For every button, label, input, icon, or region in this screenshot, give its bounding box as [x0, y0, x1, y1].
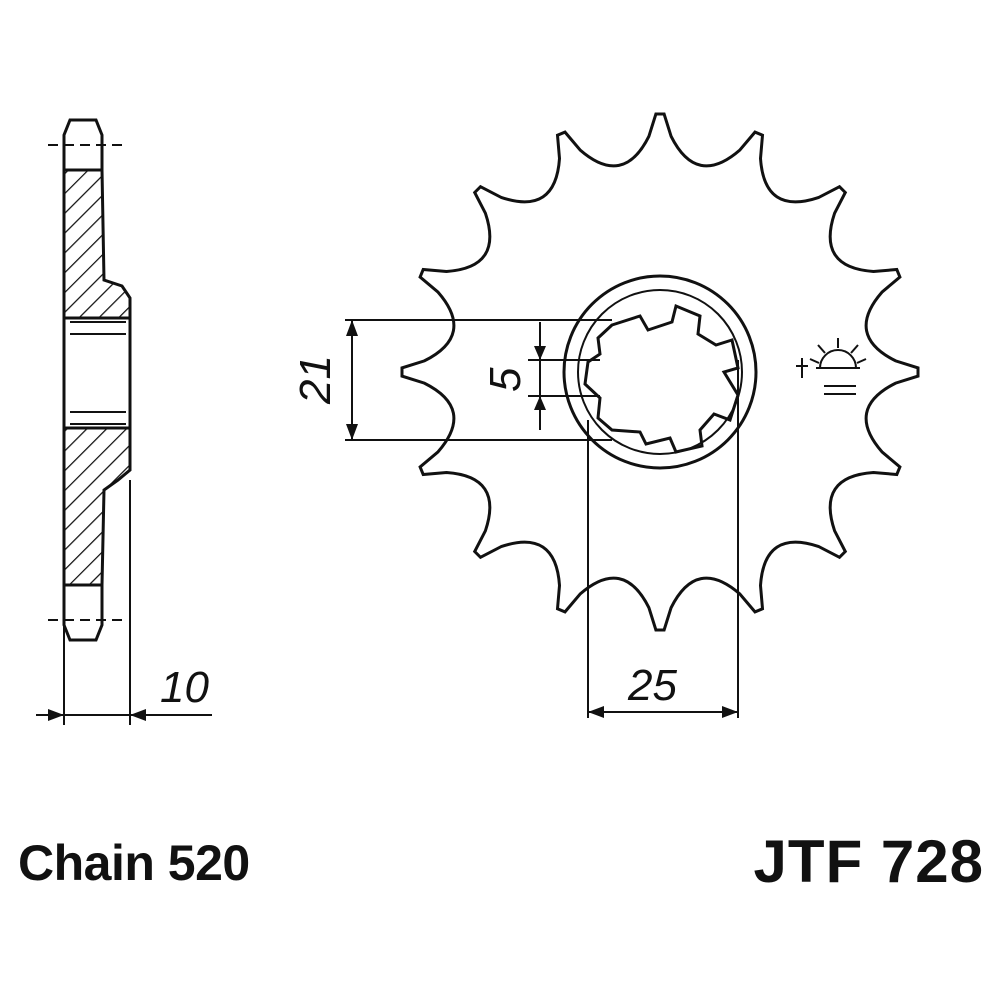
keyway-dimension-label: 5 — [481, 367, 530, 392]
hub-outer-ring — [562, 274, 758, 470]
hub-inner-ring — [577, 289, 743, 455]
side-view-top-tooth — [62, 118, 104, 170]
front-view — [345, 112, 920, 718]
side-view-bottom-tooth — [62, 585, 104, 642]
chain-size-label: Chain 520 — [18, 835, 250, 891]
bore-dimension-label: 25 — [627, 661, 677, 710]
side-view-upper-section — [62, 168, 132, 320]
side-view — [36, 118, 212, 725]
sprocket-tooth-profile — [400, 112, 920, 632]
side-view-hub — [62, 316, 132, 430]
part-number-label: JTF 728 — [753, 828, 984, 895]
splined-bore — [583, 303, 740, 454]
thickness-dimension-label: 10 — [160, 663, 209, 712]
sun-symbol-icon — [796, 338, 867, 395]
side-view-lower-section — [62, 426, 132, 587]
height-dimension-label: 21 — [291, 355, 340, 405]
